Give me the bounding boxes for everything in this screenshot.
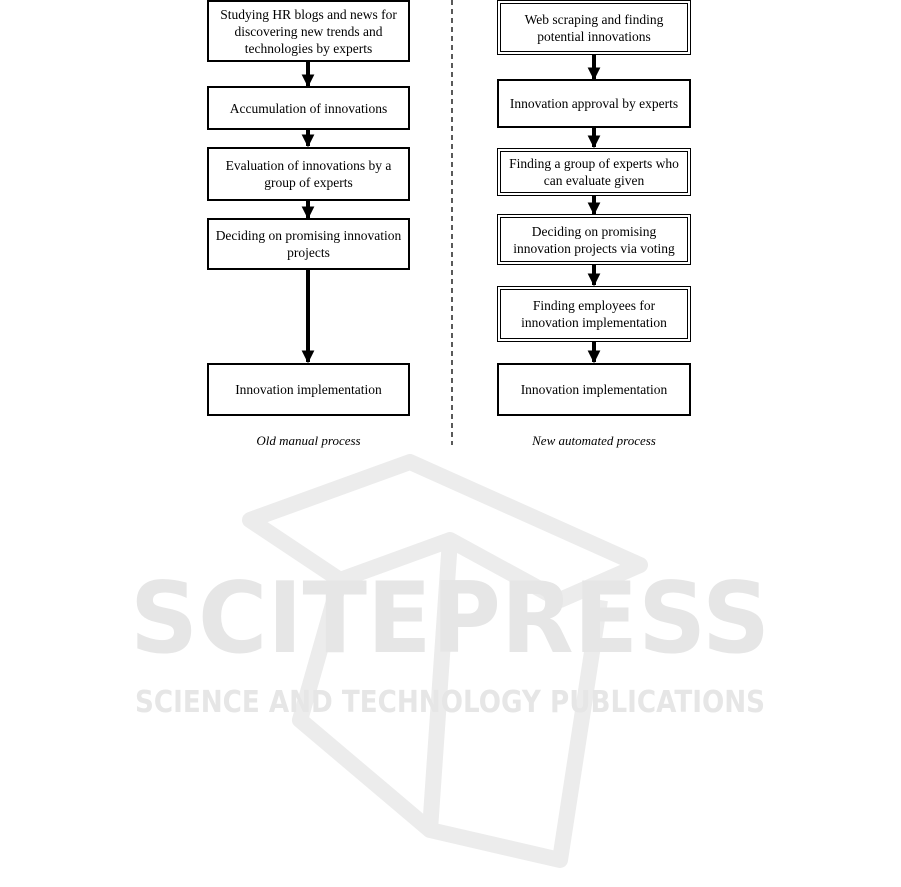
new-process-caption: New automated process	[532, 433, 656, 448]
old-step-study-blogs: Studying HR blogs and news for discoveri…	[207, 0, 410, 62]
old-step-evaluation: Evaluation of innovations by a group of …	[207, 147, 410, 201]
old-process-caption: Old manual process	[256, 433, 361, 448]
old-step-implementation: Innovation implementation	[207, 363, 410, 416]
new-step-voting: Deciding on promising innovation project…	[497, 214, 691, 265]
new-step-find-experts: Finding a group of experts who can evalu…	[497, 148, 691, 196]
new-step-web-scraping: Web scraping and finding potential innov…	[497, 0, 691, 55]
new-step-find-employees: Finding employees for innovation impleme…	[497, 286, 691, 342]
old-step-accumulation: Accumulation of innovations	[207, 86, 410, 130]
new-step-approval: Innovation approval by experts	[497, 79, 691, 128]
new-step-implementation: Innovation implementation	[497, 363, 691, 416]
old-step-deciding: Deciding on promising innovation project…	[207, 218, 410, 270]
